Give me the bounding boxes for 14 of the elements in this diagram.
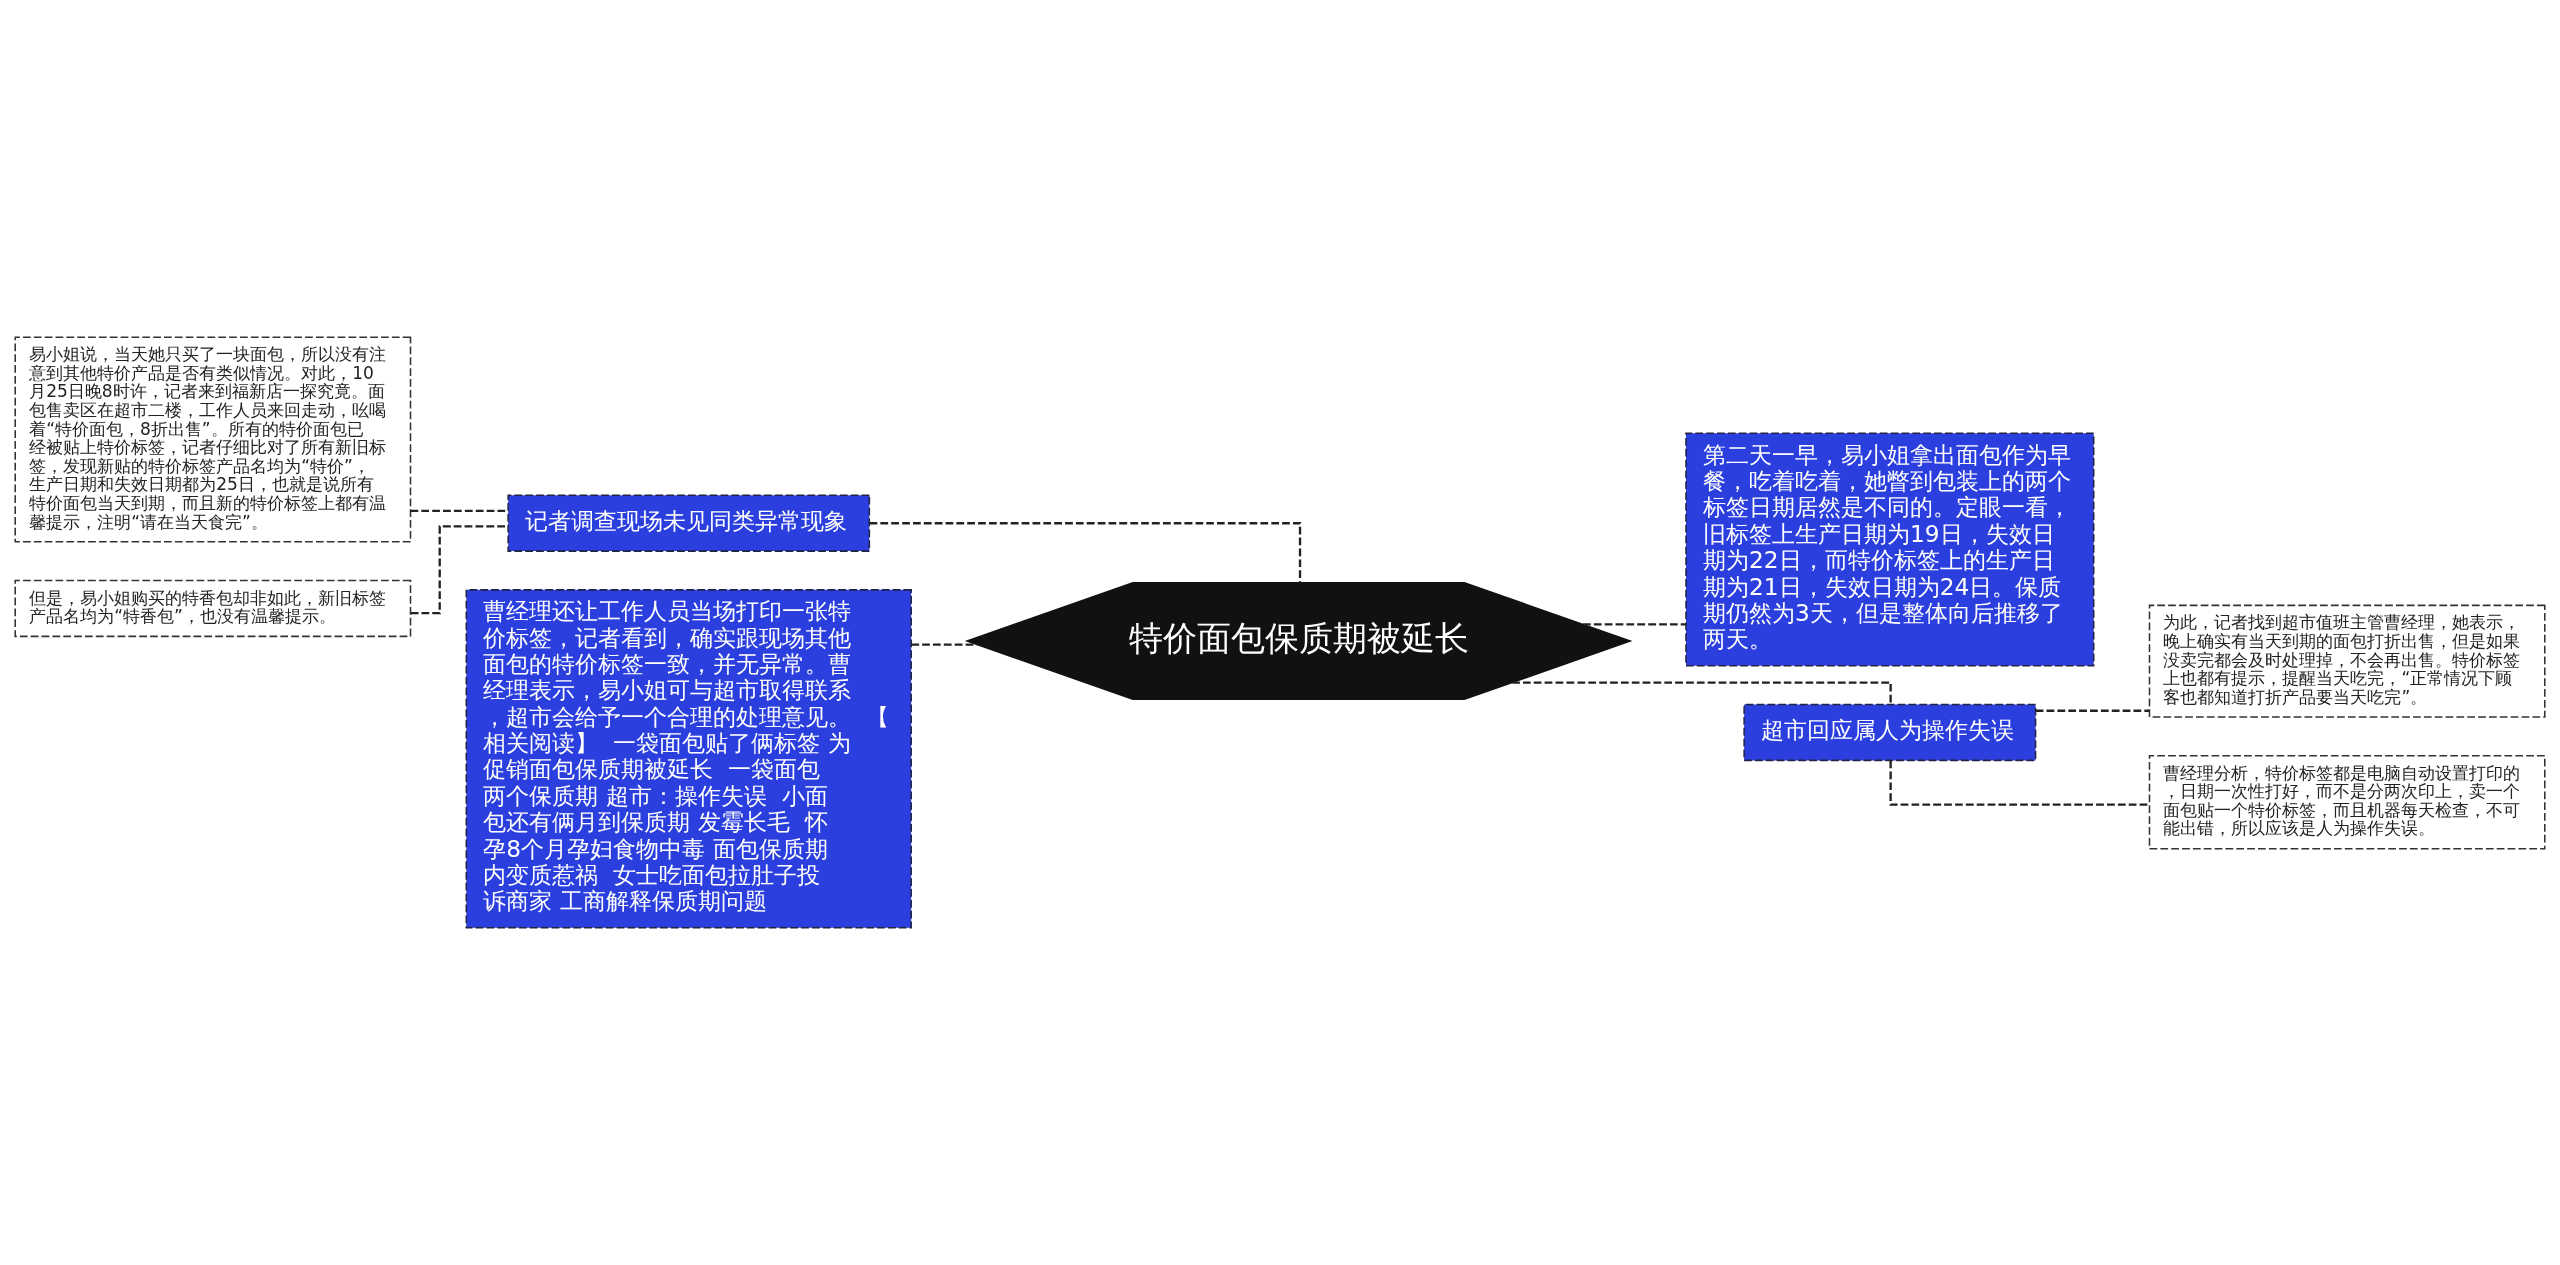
connector <box>1582 623 1686 626</box>
connector <box>2035 709 2150 712</box>
node-box: 但是，易小姐购买的特香包却非如此，新旧标签产品名均为“特香包”，也没有温馨提示。 <box>14 579 412 638</box>
node-box: 曹经理分析，特价标签都是电脑自动设置打印的，日期一次性打好，而不是分两次印上，卖一个面包贴一个特价标签，而且机器每天检查，不可能出错，所以应该是人为操作失误。 <box>2148 754 2546 850</box>
node-box: 为此，记者找到超市值班主管曹经理，她表示，晚上确实有当天到期的面包打折出售，但是如果没卖完都会及时处理掉，不会再出售。特价标签上也都有提示，提醒当天吃完，“正常情况下顾客也都知道打折产品要当天吃完”。 <box>2148 604 2546 718</box>
connector <box>869 522 1302 583</box>
node-box: 超市回应属人为操作失误 <box>1743 703 2037 762</box>
node-box: 曹经理还让工作人员当场打印一张特价标签，记者看到，确实跟现场其他面包的特价标签一致，并无异常。曹经理表示，易小姐可与超市取得联系，超市会给予一个合理的处理意见。 【相关阅读】 一袋面包贴了俩标签 为促销面包保质期被延长 一袋面包两个保质期 超市：操作失误 小面包还有俩月到保质期 发霉长毛 怀孕8个月孕妇食物中毒 面包保质期内变质惹祸 女士吃面包拉肚子投诉商家 工商解释保质期问题 <box>465 589 912 929</box>
connector <box>410 525 508 615</box>
connector <box>1889 760 2149 806</box>
connector <box>410 509 508 512</box>
node-box: 第二天一早，易小姐拿出面包作为早餐，吃着吃着，她瞥到包装上的两个标签日期居然是不同的。定眼一看，旧标签上生产日期为19日，失效日期为22日，而特价标签上的生产日期为21日，失效日期为24日。保质期仍然为3天，但是整体向后推移了两天。 <box>1685 432 2095 667</box>
node-box: 易小姐说，当天她只买了一块面包，所以没有注意到其他特价产品是否有类似情况。对此，10月25日晚8时许，记者来到福新店一探究竟。面包售卖区在超市二楼，工作人员来回走动，吆喝着“特价面包，8折出售”。所有的特价面包已经被贴上特价标签，记者仔细比对了所有新旧标签，发现新贴的特价标签产品名均为“特价”，生产日期和失效日期都为25日，也就是说所有特价面包当天到期，而且新的特价标签上都有温馨提示，注明“请在当天食完”。 <box>14 336 412 543</box>
node-box: 记者调查现场未见同类异常现象 <box>507 494 871 552</box>
